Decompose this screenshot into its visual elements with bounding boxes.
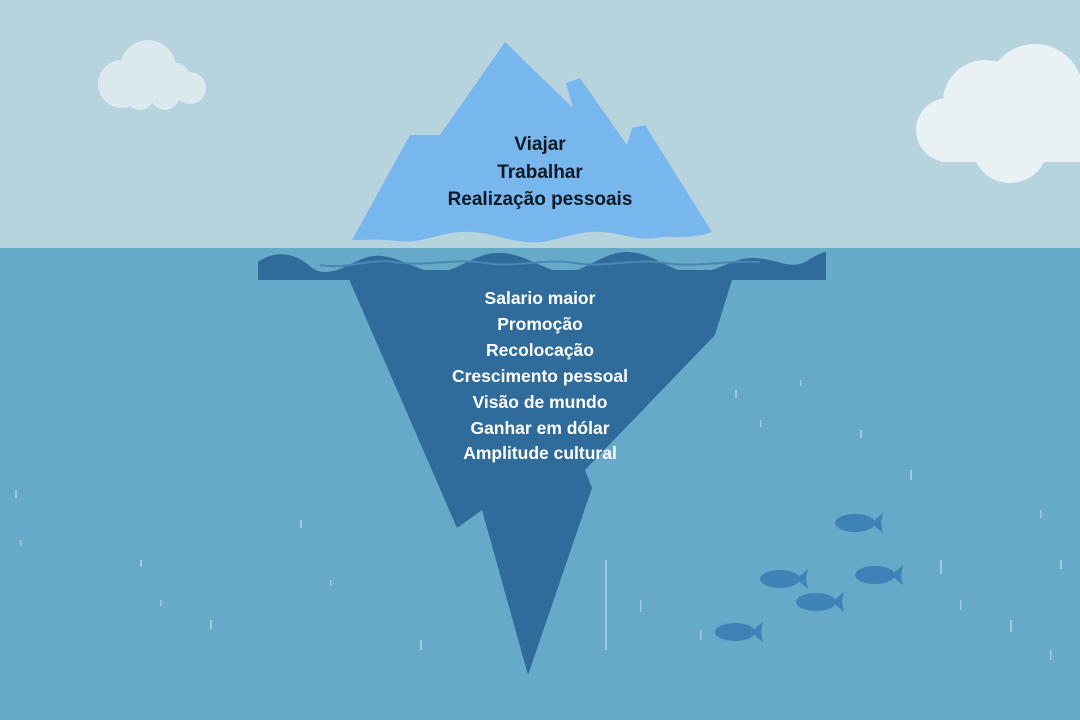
above-water-item: Viajar xyxy=(514,134,566,155)
below-water-item: Visão de mundo xyxy=(472,391,608,412)
below-water-item: Promoção xyxy=(497,313,583,334)
cloud-icon xyxy=(98,40,206,110)
above-water-list: Viajar Trabalhar Realização pessoais xyxy=(0,131,1080,214)
above-water-item: Trabalhar xyxy=(497,161,583,183)
fish-icon xyxy=(855,565,903,585)
wave-highlight xyxy=(319,260,761,268)
below-water-item: Crescimento pessoal xyxy=(451,365,629,386)
below-water-list: Salario maior Promoção Recolocação Cresc… xyxy=(0,286,1080,467)
cloud-icon xyxy=(916,44,1080,183)
fish-icon xyxy=(760,569,808,589)
below-water-item: Salario maior xyxy=(484,288,596,308)
above-water-item: Realização pessoais xyxy=(447,189,633,210)
below-water-item: Ganhar em dólar xyxy=(470,417,610,438)
fish-icon xyxy=(796,592,844,612)
iceberg-below-water xyxy=(345,270,735,675)
below-water-item: Amplitude cultural xyxy=(463,443,617,464)
water-texture xyxy=(15,380,1062,660)
below-water-item: Recolocação xyxy=(486,339,594,360)
fish-icon xyxy=(715,622,763,642)
wave-band xyxy=(258,251,826,280)
iceberg-above-water xyxy=(352,42,712,243)
fish-icon xyxy=(835,513,883,533)
